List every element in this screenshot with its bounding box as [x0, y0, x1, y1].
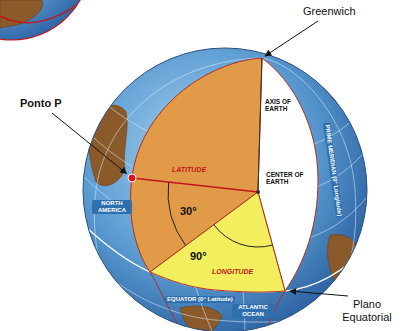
land [0, 0, 43, 28]
leader-line [52, 113, 127, 174]
globe-outline [83, 48, 367, 331]
equatorial-plane [150, 192, 285, 292]
land [88, 105, 127, 185]
leader-line [290, 291, 348, 296]
meridian-line [0, 4, 78, 23]
globe-ocean [83, 48, 367, 331]
axis-label: AXIS OF EARTH [265, 98, 297, 113]
longitude-label: LONGITUDE [212, 268, 253, 276]
latitude-label: LATITUDE [172, 166, 206, 174]
land [325, 68, 356, 104]
place-label: Greenwich [303, 5, 356, 18]
point-marker [128, 174, 136, 182]
ocean-label: ATLANTIC OCEAN [232, 304, 274, 318]
equator-label: EQUATOR (0° Latitude) [165, 296, 235, 303]
center-label: CENTER OF EARTH [266, 171, 312, 186]
latitude-radius [132, 178, 258, 192]
angle-label: 30° [180, 205, 197, 218]
mini-globe [0, 0, 90, 40]
plane-label: Plano Equatorial [336, 298, 398, 323]
angle-label: 90° [190, 250, 207, 263]
point-label: Ponto P [20, 97, 62, 110]
earth-axis [258, 58, 262, 192]
continent-label: NORTH AMERICA [92, 200, 132, 214]
land [180, 306, 222, 331]
leader-line [265, 21, 318, 56]
angle-arc [214, 225, 273, 247]
meridian-label: PRIME MERIDIAN (0° Longitude) [323, 122, 343, 218]
earth-center [256, 190, 260, 194]
